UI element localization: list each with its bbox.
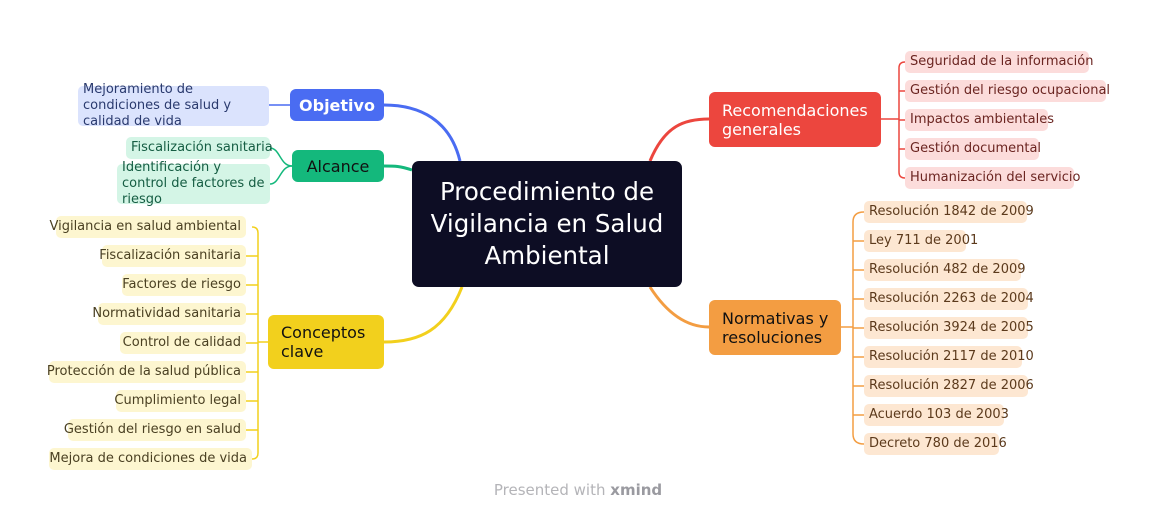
leaf-normativa[interactable]: Resolución 2263 de 2004: [864, 288, 1034, 310]
leaf-concepto-label: Vigilancia en salud ambiental: [49, 219, 241, 234]
leaf-concepto[interactable]: Control de calidad: [120, 332, 246, 354]
leaf-normativa-label: Resolución 482 de 2009: [869, 262, 1026, 277]
leaf-normativa[interactable]: Resolución 2827 de 2006: [864, 375, 1034, 397]
leaf-normativa[interactable]: Decreto 780 de 2016: [864, 433, 1007, 455]
leaf-normativa[interactable]: Resolución 1842 de 2009: [864, 201, 1034, 223]
leaf-normativa[interactable]: Acuerdo 103 de 2003: [864, 404, 1009, 426]
branch-recomendaciones[interactable]: Recomendaciones generales: [709, 92, 881, 147]
xmind-logo: xmind: [610, 481, 663, 499]
leaf-concepto-label: Protección de la salud pública: [46, 364, 241, 379]
branch-alcance[interactable]: Alcance: [292, 150, 384, 182]
leaf-normativa-label: Resolución 2117 de 2010: [869, 349, 1034, 364]
leaf-recomendacion[interactable]: Gestión documental: [905, 138, 1042, 160]
branch-recomendaciones-label: Recomendaciones generales: [722, 100, 868, 139]
leaf-alcance[interactable]: Identificación y control de factores de …: [117, 160, 270, 207]
branch-objetivo[interactable]: Objetivo: [290, 89, 384, 121]
leaf-concepto-label: Control de calidad: [122, 335, 241, 350]
leaf-normativa[interactable]: Resolución 482 de 2009: [864, 259, 1026, 281]
leaf-recomendacion-label: Gestión documental: [910, 141, 1042, 156]
leaf-concepto[interactable]: Gestión del riesgo en salud: [64, 419, 246, 441]
leaf-recomendacion[interactable]: Seguridad de la información: [905, 51, 1093, 73]
leaf-concepto-label: Fiscalización sanitaria: [99, 248, 241, 263]
leaf-normativa[interactable]: Resolución 3924 de 2005: [864, 317, 1034, 339]
leaf-alcance-label: Identificación y control de factores de …: [122, 160, 265, 207]
leaf-concepto[interactable]: Mejora de condiciones de vida: [49, 448, 252, 470]
leaf-concepto[interactable]: Fiscalización sanitaria: [99, 245, 246, 267]
leaf-alcance[interactable]: Fiscalización sanitaria: [126, 137, 273, 159]
branch-objetivo-label: Objetivo: [299, 95, 375, 115]
leaf-normativa-label: Resolución 2827 de 2006: [869, 378, 1034, 393]
leaf-normativa-label: Resolución 3924 de 2005: [869, 320, 1034, 335]
leaf-recomendacion-label: Gestión del riesgo ocupacional: [910, 83, 1111, 98]
leaf-alcance-label: Fiscalización sanitaria: [131, 140, 273, 155]
leaf-normativa-label: Acuerdo 103 de 2003: [869, 407, 1009, 422]
leaf-objetivo-label: Mejoramiento de condiciones de salud y c…: [83, 82, 232, 129]
branch-conceptos-label: Conceptos clave: [281, 323, 366, 361]
leaf-recomendacion[interactable]: Gestión del riesgo ocupacional: [905, 80, 1110, 102]
leaf-normativa-label: Ley 711 de 2001: [869, 233, 979, 248]
branch-normativas[interactable]: Normativas y resoluciones: [709, 300, 841, 355]
connector-alcance: [383, 164, 413, 172]
leaf-normativa-label: Resolución 1842 de 2009: [869, 204, 1034, 219]
leaf-normativa[interactable]: Ley 711 de 2001: [864, 230, 978, 252]
leaf-concepto[interactable]: Normatividad sanitaria: [92, 303, 246, 325]
leaf-concepto-label: Normatividad sanitaria: [92, 306, 241, 321]
branch-alcance-label: Alcance: [306, 156, 370, 176]
central-topic-label: Procedimiento de Vigilancia en Salud Amb…: [430, 177, 664, 270]
leaf-normativa[interactable]: Resolución 2117 de 2010: [864, 346, 1034, 368]
leaf-recomendacion-label: Seguridad de la información: [910, 54, 1094, 69]
connector-normativas: [648, 286, 710, 329]
branch-normativas-label: Normativas y resoluciones: [722, 308, 829, 347]
leaf-concepto-label: Mejora de condiciones de vida: [49, 451, 247, 466]
leaf-recomendacion-label: Impactos ambientales: [910, 112, 1054, 127]
leaf-objetivo[interactable]: Mejoramiento de condiciones de salud y c…: [78, 82, 269, 129]
leaf-recomendacion[interactable]: Impactos ambientales: [905, 109, 1054, 131]
leaf-concepto-label: Cumplimiento legal: [114, 393, 241, 408]
leaf-normativa-label: Decreto 780 de 2016: [869, 436, 1007, 451]
branch-conceptos-clave[interactable]: Conceptos clave: [268, 315, 384, 369]
presented-with-footer: Presented with xmind: [0, 481, 1156, 499]
leaf-recomendacion-label: Humanización del servicio: [910, 170, 1081, 185]
central-topic[interactable]: Procedimiento de Vigilancia en Salud Amb…: [412, 161, 682, 287]
leaf-concepto[interactable]: Cumplimiento legal: [114, 390, 246, 412]
footer-prefix: Presented with: [493, 481, 606, 499]
leaf-concepto-label: Gestión del riesgo en salud: [63, 422, 241, 437]
leaf-recomendacion[interactable]: Humanización del servicio: [905, 167, 1081, 189]
connector-objetivo: [383, 103, 462, 162]
leaf-normativa-label: Resolución 2263 de 2004: [869, 291, 1034, 306]
connector-conceptos: [383, 286, 464, 344]
leaf-concepto[interactable]: Protección de la salud pública: [46, 361, 246, 383]
leaf-concepto-label: Factores de riesgo: [122, 277, 241, 292]
leaf-concepto[interactable]: Factores de riesgo: [122, 274, 246, 296]
leaf-concepto[interactable]: Vigilancia en salud ambiental: [49, 216, 246, 238]
connector-recomendaciones: [648, 117, 710, 162]
